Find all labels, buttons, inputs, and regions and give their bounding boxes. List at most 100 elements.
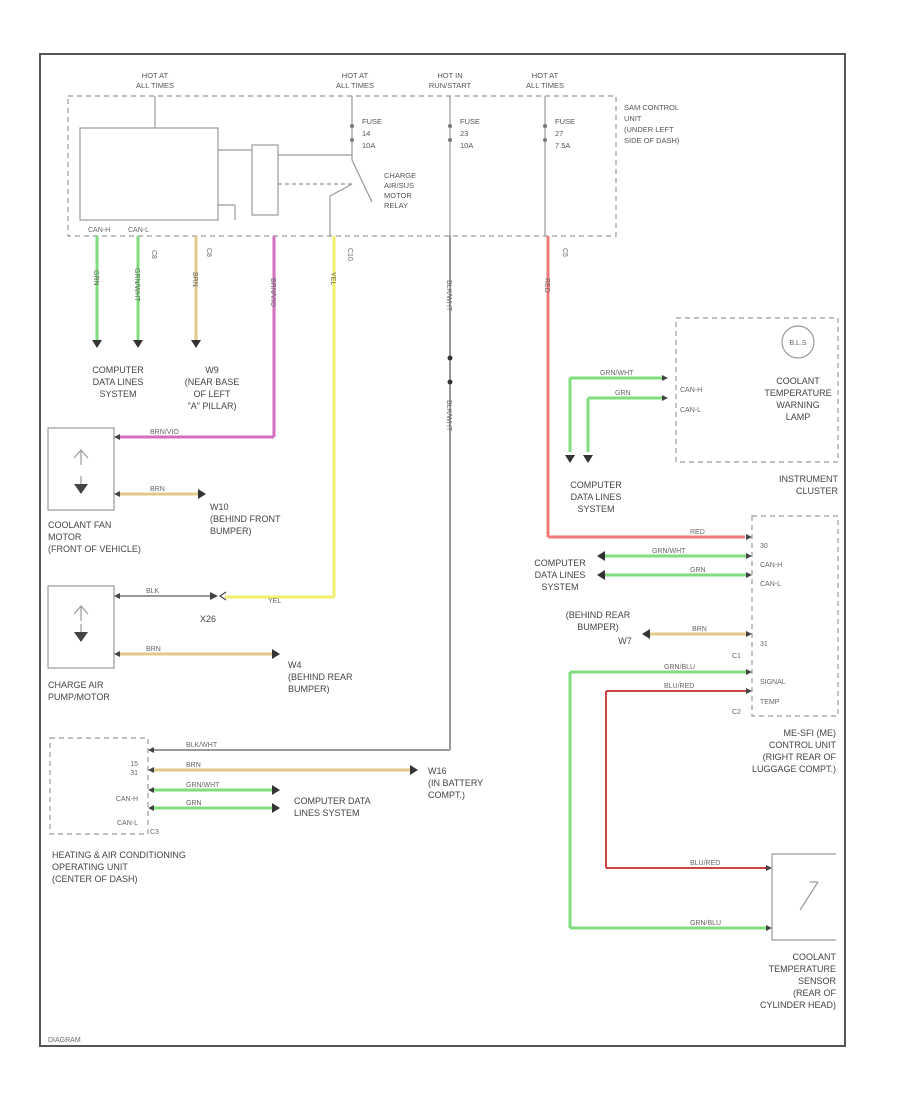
pin-label: CAN-L bbox=[117, 820, 138, 827]
wire-color-label: RED bbox=[690, 529, 705, 536]
supply-label: ALL TIMES bbox=[526, 81, 564, 90]
supply-label: HOT AT bbox=[342, 71, 369, 80]
supply-label: ALL TIMES bbox=[136, 81, 174, 90]
data-lines-label: LINES SYSTEM bbox=[294, 808, 360, 818]
ground-label: (BEHIND REAR bbox=[288, 672, 353, 682]
component-label: PUMP/MOTOR bbox=[48, 692, 110, 702]
wire-color-label: GRN/WHT bbox=[133, 268, 140, 302]
relay-label: MOTOR bbox=[384, 191, 412, 200]
pin-label: CAN-L bbox=[680, 407, 701, 414]
connector-label: X26 bbox=[200, 614, 216, 624]
wire-color-label: YEL bbox=[329, 272, 336, 285]
component-label: HEATING & AIR CONDITIONING bbox=[52, 850, 186, 860]
wire-color-label: GRN/WHT bbox=[186, 782, 220, 789]
sam-control-unit: HOT AT ALL TIMES HOT AT ALL TIMES HOT IN… bbox=[67, 71, 680, 261]
component-label: INSTRUMENT bbox=[779, 474, 838, 484]
data-lines-label: COMPUTER DATA bbox=[294, 796, 371, 806]
pin-label: 15 bbox=[130, 761, 138, 768]
coolant-temperature-sensor: BLU/RED GRN/BLU COOLANT TEMPERATURE SENS… bbox=[570, 853, 837, 1010]
component-label: LUGGAGE COMPT.) bbox=[752, 764, 836, 774]
component-label: WARNING bbox=[776, 400, 819, 410]
wire-color-label: YEL bbox=[268, 598, 281, 605]
ground-label: BUMPER) bbox=[577, 622, 619, 632]
component-label: ME-SFI (ME) bbox=[784, 728, 837, 738]
supply-label: RUN/START bbox=[429, 81, 472, 90]
pin-label: 31 bbox=[130, 770, 138, 777]
ground-label: W9 bbox=[205, 365, 219, 375]
wire-color-label: BRN bbox=[186, 762, 201, 769]
pin-label: CAN-L bbox=[760, 581, 781, 588]
fuse-label: FUSE bbox=[362, 117, 382, 126]
wire-color-label: GRN bbox=[92, 270, 99, 286]
wire-color-label: BRN/VIO bbox=[269, 278, 276, 307]
relay-label: RELAY bbox=[384, 201, 408, 210]
ground-label: (NEAR BASE bbox=[185, 377, 240, 387]
ground-label: COMPT.) bbox=[428, 790, 465, 800]
instrument-cluster: B.L.S GRN/WHT GRN CAN-H CAN-L COOLANT TE… bbox=[565, 317, 839, 514]
data-lines-label: SYSTEM bbox=[577, 504, 614, 514]
data-lines-label: COMPUTER bbox=[534, 558, 586, 568]
data-lines-label: SYSTEM bbox=[541, 582, 578, 592]
ground-label: BUMPER) bbox=[210, 526, 252, 536]
connector-label: C2 bbox=[732, 709, 741, 716]
component-label: COOLANT bbox=[776, 376, 820, 386]
connector-label: C1 bbox=[732, 653, 741, 660]
component-label: CHARGE AIR bbox=[48, 680, 104, 690]
wire-color-label: GRN/BLU bbox=[664, 664, 695, 671]
component-label: SENSOR bbox=[798, 976, 837, 986]
sam-unit-title: SIDE OF DASH) bbox=[624, 136, 680, 145]
me-sfi-control-unit: 30 CAN-H CAN-L 31 SIGNAL TEMP C1 C2 RED … bbox=[534, 515, 839, 928]
diagram-frame bbox=[39, 53, 846, 1047]
component-label: (REAR OF bbox=[793, 988, 837, 998]
component-label: COOLANT FAN bbox=[48, 520, 111, 530]
sam-wires: GRN GRN/WHT BRN BRN/VIO YEL BLK/WHT BLK/… bbox=[92, 236, 745, 751]
fuse-label: 14 bbox=[362, 129, 370, 138]
fuse-label: 10A bbox=[362, 141, 375, 150]
component-label: TEMPERATURE bbox=[764, 388, 831, 398]
relay-label: AIR/SUS bbox=[384, 181, 414, 190]
supply-label: ALL TIMES bbox=[336, 81, 374, 90]
sam-module-box bbox=[79, 127, 219, 221]
supply-label: HOT AT bbox=[142, 71, 169, 80]
wire-color-label: BLK/WHT bbox=[445, 280, 452, 312]
wire-color-label: BLK/WHT bbox=[186, 742, 218, 749]
pin-label: TEMP bbox=[760, 699, 780, 706]
ground-label: BUMPER) bbox=[288, 684, 330, 694]
wire-color-label: BLK/WHT bbox=[445, 400, 452, 432]
component-label: (RIGHT REAR OF bbox=[763, 752, 837, 762]
data-lines-label: DATA LINES bbox=[535, 570, 586, 580]
sam-unit-title: (UNDER LEFT bbox=[624, 125, 674, 134]
fuse-label: 7.5A bbox=[555, 141, 570, 150]
data-lines-label: COMPUTER bbox=[92, 365, 144, 375]
wire-color-label: BLU/RED bbox=[664, 683, 694, 690]
supply-label: HOT AT bbox=[532, 71, 559, 80]
pin-label: 31 bbox=[760, 641, 768, 648]
component-label: TEMPERATURE bbox=[769, 964, 836, 974]
pin-label: 30 bbox=[760, 543, 768, 550]
hvac-operating-unit: 15 31 CAN-H CAN-L C3 BLK/WHT BRN GRN/WHT… bbox=[49, 737, 483, 884]
component-label: OPERATING UNIT bbox=[52, 862, 128, 872]
component-label: CONTROL UNIT bbox=[769, 740, 837, 750]
fuse-label: 27 bbox=[555, 129, 563, 138]
wire-color-label: GRN/BLU bbox=[690, 920, 721, 927]
ground-label: "A" PILLAR) bbox=[188, 401, 237, 411]
pin-label: C8 bbox=[150, 250, 157, 259]
pin-label: C8 bbox=[205, 248, 212, 257]
pin-label: CAN-H bbox=[88, 227, 110, 234]
component-label: CLUSTER bbox=[796, 486, 839, 496]
fuse-label: FUSE bbox=[555, 117, 575, 126]
wire-color-label: BRN bbox=[146, 646, 161, 653]
wire-color-label: RED bbox=[543, 278, 550, 293]
fuse-label: FUSE bbox=[460, 117, 480, 126]
ground-label: W7 bbox=[618, 636, 632, 646]
component-label: MOTOR bbox=[48, 532, 82, 542]
component-label: COOLANT bbox=[792, 952, 836, 962]
data-lines-label: DATA LINES bbox=[571, 492, 622, 502]
sam-unit-title: SAM CONTROL bbox=[624, 103, 679, 112]
ground-label: W4 bbox=[288, 660, 302, 670]
data-lines-label: SYSTEM bbox=[99, 389, 136, 399]
ground-label: (BEHIND REAR bbox=[566, 610, 631, 620]
pin-label: CAN-H bbox=[760, 562, 782, 569]
wire-color-label: GRN bbox=[615, 390, 631, 397]
